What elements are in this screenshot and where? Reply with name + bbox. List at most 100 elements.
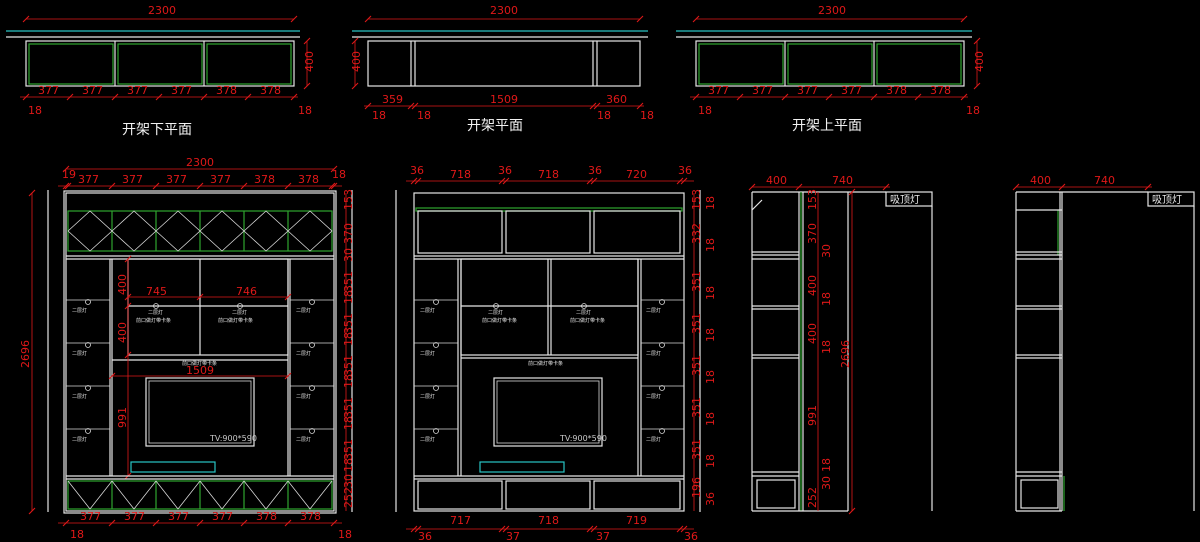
side1-top-dim: 740: [832, 174, 853, 187]
elev2-bottom-edge: 37: [596, 530, 610, 542]
led-label: 二层灯: [72, 393, 87, 400]
side1-dim: 400: [806, 275, 819, 296]
elev2-top-dim: 36: [498, 164, 512, 177]
section-side-1: 400 740 吸顶灯 2696 153 370 30 400 18 400 1…: [748, 174, 933, 515]
elev2-bottom-dim: 719: [626, 514, 647, 527]
strip-label: 前口做灯带卡条: [482, 317, 517, 324]
plan-middle-dim: 359: [382, 93, 403, 106]
elev2-top-dim: 36: [410, 164, 424, 177]
led-label: 二层灯: [72, 350, 87, 357]
plan-upper: 2300 400 377 377 377 377 378 378 18 18 开…: [676, 4, 986, 134]
side1-dim: 30: [820, 476, 833, 490]
elev1-overall: 2300: [186, 156, 214, 169]
led-label: 二层灯: [296, 350, 311, 357]
elev1-inner-h1: 400: [116, 274, 129, 295]
elev1-right-dim: 370: [342, 223, 355, 244]
elev2-top-dim: 36: [588, 164, 602, 177]
led-label: 二层灯: [576, 309, 591, 316]
side1-dim: 30: [820, 244, 833, 258]
elev1-top-dim: 378: [298, 173, 319, 186]
section-side-2: 400 740 吸顶灯: [1012, 174, 1195, 512]
elev1-right-dim: 153: [342, 189, 355, 210]
elev2-right-dim: 332: [690, 223, 703, 244]
elev2-bottom-dim: 718: [538, 514, 559, 527]
tv-label: TV:900*590: [209, 434, 257, 443]
tv-label: TV:900*590: [559, 434, 607, 443]
elev1-right-dim: 18: [342, 332, 355, 346]
plan-middle-dim: 360: [606, 93, 627, 106]
elev1-tv-width: 1509: [186, 364, 214, 377]
plan-upper-dim: 377: [752, 84, 773, 97]
elev1-bottom-dim: 377: [80, 510, 101, 523]
plan-middle-edge: 18: [372, 109, 386, 122]
side1-height: 2696: [839, 340, 852, 368]
elev2-right-dim: 18: [704, 412, 717, 426]
led-label: 二层灯: [72, 436, 87, 443]
plan-upper-overall: 2300: [818, 4, 846, 17]
elev2-top-dim: 36: [678, 164, 692, 177]
strip-label: 前口做灯带卡条: [136, 317, 171, 324]
plan-lower-dim: 377: [127, 84, 148, 97]
led-label: 二层灯: [488, 309, 503, 316]
plan-upper-dim: 377: [708, 84, 729, 97]
plan-middle-overall: 2300: [490, 4, 518, 17]
elev2-top-dim: 718: [450, 168, 471, 181]
side1-dim: 400: [806, 323, 819, 344]
plan-middle-edge-right: 18: [640, 109, 654, 122]
elev1-right-dim: 351: [342, 397, 355, 418]
plan-upper-edge-right: 18: [966, 104, 980, 117]
plan-lower-dim: 378: [216, 84, 237, 97]
elev1-right-dim: 252: [342, 487, 355, 508]
elev1-top-dim: 377: [210, 173, 231, 186]
elev2-bottom-edge: 36: [684, 530, 698, 542]
elev1-top-dim: 377: [122, 173, 143, 186]
elev1-top-dim: 377: [166, 173, 187, 186]
side1-dim: 252: [806, 487, 819, 508]
elev2-right-dim: 351: [690, 355, 703, 376]
plan-lower-dim: 377: [171, 84, 192, 97]
elev1-right-dim: 351: [342, 355, 355, 376]
elev1-bottom-dim: 377: [124, 510, 145, 523]
elev2-right-dim: 18: [704, 286, 717, 300]
led-label: 二层灯: [148, 309, 163, 316]
plan-lower-title: 开架下平面: [122, 122, 192, 138]
side1-dim: 370: [806, 223, 819, 244]
elev1-right-dim: 18: [342, 416, 355, 430]
elev2-right-dim: 153: [690, 189, 703, 210]
strip-label: 前口做灯带卡条: [182, 360, 217, 367]
elev1-inner-h2: 400: [116, 322, 129, 343]
elev1-top-dim: 378: [254, 173, 275, 186]
led-label: 二层灯: [232, 309, 247, 316]
elev1-inner-w1: 745: [146, 285, 167, 298]
elev1-inner-w2: 746: [236, 285, 257, 298]
plan-lower-depth: 400: [303, 51, 316, 72]
plan-lower: 2300 400 377 377 377 377 378 378 18 18 开…: [6, 4, 316, 138]
plan-lower-dim: 378: [260, 84, 281, 97]
led-label: 二层灯: [72, 307, 87, 314]
strip-label: 前口做灯带卡条: [218, 317, 253, 324]
elevation-front-1: 2300 19 377 377 377 377 378 378 18: [19, 156, 355, 541]
elev1-height: 2696: [19, 340, 32, 368]
side1-dim: 18: [820, 458, 833, 472]
elev2-top-dim: 720: [626, 168, 647, 181]
plan-upper-dim: 378: [930, 84, 951, 97]
elev2-right-dim: 36: [704, 492, 717, 506]
plan-middle-depth: 400: [350, 51, 363, 72]
plan-upper-title: 开架上平面: [792, 118, 862, 134]
elev1-right-dim: 351: [342, 439, 355, 460]
elev2-bottom-edge: 37: [506, 530, 520, 542]
led-label: 二层灯: [420, 436, 435, 443]
elev2-right-dim: 18: [704, 238, 717, 252]
side2-top-dim: 400: [1030, 174, 1051, 187]
elev2-right-dim: 18: [704, 328, 717, 342]
elev2-bottom-dim: 717: [450, 514, 471, 527]
led-label: 二层灯: [296, 393, 311, 400]
elev1-right-dim: 351: [342, 271, 355, 292]
elev1-right-dim: 18: [342, 458, 355, 472]
plan-lower-dim: 377: [38, 84, 59, 97]
plan-middle-edge-inner-right: 18: [597, 109, 611, 122]
elev1-top-dim: 18: [332, 168, 346, 181]
elev2-right-dim: 351: [690, 271, 703, 292]
plan-upper-edge: 18: [698, 104, 712, 117]
side1-top-dim: 400: [766, 174, 787, 187]
